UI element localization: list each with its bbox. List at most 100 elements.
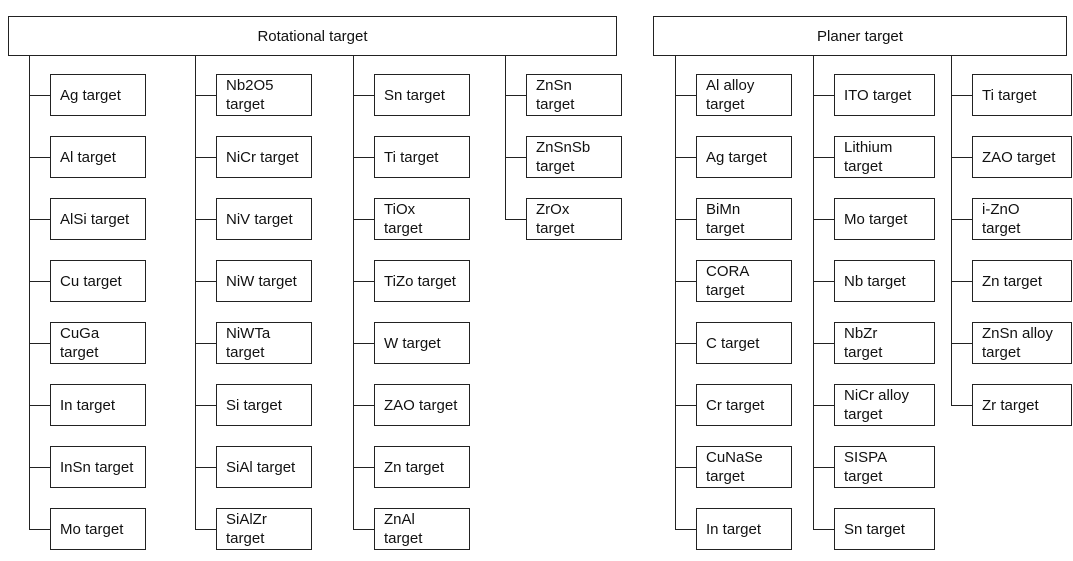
rotational-column-2-connector	[195, 56, 196, 529]
rotational-target-node: Si target	[216, 384, 312, 426]
planer-target-node: CORA target	[696, 260, 792, 302]
rotational-target-node: NiV target	[216, 198, 312, 240]
planer-target-node: In target	[696, 508, 792, 550]
planer-target-node: Lithium target	[834, 136, 935, 178]
rotational-branch-line	[195, 343, 216, 344]
planer-branch-line	[675, 281, 696, 282]
planer-target-node: Al alloy target	[696, 74, 792, 116]
rotational-branch-line	[29, 281, 50, 282]
planer-target-title: Planer target	[817, 27, 903, 45]
rotational-branch-line	[195, 95, 216, 96]
rotational-target-node: Ti target	[374, 136, 470, 178]
rotational-branch-line	[29, 343, 50, 344]
planer-target-node: C target	[696, 322, 792, 364]
planer-target-node: SISPA target	[834, 446, 935, 488]
planer-branch-line	[675, 467, 696, 468]
planer-branch-line	[675, 157, 696, 158]
rotational-branch-line	[195, 467, 216, 468]
planer-target-node: Sn target	[834, 508, 935, 550]
planer-target-node: Nb target	[834, 260, 935, 302]
planer-target-node: Zr target	[972, 384, 1072, 426]
rotational-branch-line	[29, 529, 50, 530]
planer-branch-line	[951, 281, 972, 282]
planer-target-node: NbZr target	[834, 322, 935, 364]
rotational-target-node: W target	[374, 322, 470, 364]
rotational-target-node: SiAlZr target	[216, 508, 312, 550]
rotational-target-node: CuGa target	[50, 322, 146, 364]
rotational-target-node: Ag target	[50, 74, 146, 116]
rotational-target-node: ZnSnSb target	[526, 136, 622, 178]
rotational-target-header: Rotational target	[8, 16, 617, 56]
rotational-branch-line	[353, 343, 374, 344]
rotational-target-node: ZnSn target	[526, 74, 622, 116]
planer-column-3-connector	[951, 56, 952, 405]
rotational-target-node: NiWTa target	[216, 322, 312, 364]
planer-branch-line	[813, 95, 834, 96]
planer-branch-line	[813, 343, 834, 344]
planer-branch-line	[813, 467, 834, 468]
planer-target-node: CuNaSe target	[696, 446, 792, 488]
planer-target-node: Ti target	[972, 74, 1072, 116]
planer-branch-line	[813, 157, 834, 158]
planer-branch-line	[951, 157, 972, 158]
planer-column-2-connector	[813, 56, 814, 529]
rotational-branch-line	[29, 95, 50, 96]
planer-branch-line	[813, 219, 834, 220]
planer-target-node: Zn target	[972, 260, 1072, 302]
rotational-branch-line	[353, 281, 374, 282]
planer-target-node: ZAO target	[972, 136, 1072, 178]
rotational-target-node: NiW target	[216, 260, 312, 302]
planer-branch-line	[813, 281, 834, 282]
rotational-branch-line	[353, 467, 374, 468]
rotational-target-node: AlSi target	[50, 198, 146, 240]
rotational-target-title: Rotational target	[257, 27, 368, 45]
rotational-target-node: Sn target	[374, 74, 470, 116]
planer-branch-line	[951, 405, 972, 406]
planer-target-node: Mo target	[834, 198, 935, 240]
rotational-target-node: ZrOx target	[526, 198, 622, 240]
rotational-branch-line	[353, 219, 374, 220]
rotational-target-node: In target	[50, 384, 146, 426]
rotational-branch-line	[195, 529, 216, 530]
planer-target-node: Cr target	[696, 384, 792, 426]
rotational-branch-line	[29, 467, 50, 468]
planer-target-node: ZnSn alloy target	[972, 322, 1072, 364]
planer-branch-line	[951, 343, 972, 344]
rotational-branch-line	[195, 219, 216, 220]
rotational-branch-line	[195, 405, 216, 406]
rotational-branch-line	[29, 157, 50, 158]
planer-branch-line	[813, 405, 834, 406]
planer-column-1-connector	[675, 56, 676, 529]
rotational-branch-line	[353, 157, 374, 158]
rotational-target-node: Mo target	[50, 508, 146, 550]
rotational-target-node: Cu target	[50, 260, 146, 302]
rotational-branch-line	[29, 405, 50, 406]
rotational-branch-line	[353, 95, 374, 96]
rotational-target-node: TiZo target	[374, 260, 470, 302]
rotational-target-node: InSn target	[50, 446, 146, 488]
planer-branch-line	[813, 529, 834, 530]
planer-branch-line	[675, 219, 696, 220]
planer-branch-line	[675, 529, 696, 530]
rotational-target-node: TiOx target	[374, 198, 470, 240]
rotational-branch-line	[505, 95, 526, 96]
planer-target-header: Planer target	[653, 16, 1067, 56]
rotational-branch-line	[195, 281, 216, 282]
rotational-column-3-connector	[353, 56, 354, 529]
rotational-branch-line	[353, 529, 374, 530]
rotational-column-1-connector	[29, 56, 30, 529]
rotational-target-node: ZAO target	[374, 384, 470, 426]
rotational-branch-line	[505, 157, 526, 158]
rotational-branch-line	[29, 219, 50, 220]
rotational-target-node: SiAl target	[216, 446, 312, 488]
rotational-branch-line	[353, 405, 374, 406]
planer-target-node: i-ZnO target	[972, 198, 1072, 240]
planer-target-node: BiMn target	[696, 198, 792, 240]
rotational-target-node: ZnAl target	[374, 508, 470, 550]
rotational-target-node: Nb2O5 target	[216, 74, 312, 116]
rotational-branch-line	[505, 219, 526, 220]
rotational-column-4-connector	[505, 56, 506, 219]
rotational-target-node: Zn target	[374, 446, 470, 488]
rotational-branch-line	[195, 157, 216, 158]
rotational-target-node: NiCr target	[216, 136, 312, 178]
